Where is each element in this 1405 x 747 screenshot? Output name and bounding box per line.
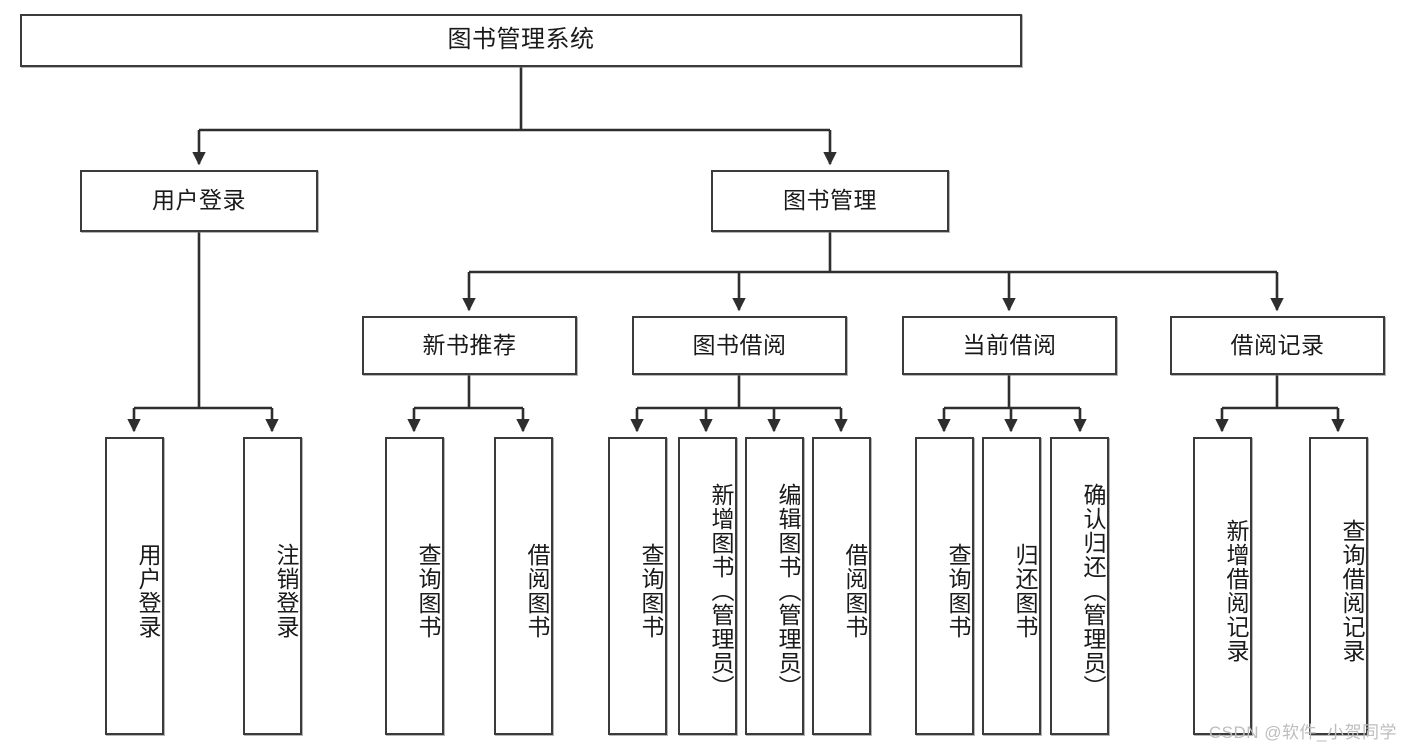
node-leaf-borrow-book-2[interactable]: 借阅图书 <box>812 437 871 735</box>
node-leaf-edit-book[interactable]: 编辑图书（管理员） <box>745 437 804 735</box>
csdn-watermark: CSDN @软件_小贺同学 <box>1208 723 1397 742</box>
node-leaf-borrow-book-2-label: 借阅图书 <box>842 543 868 639</box>
node-new-book-recommend[interactable]: 新书推荐 <box>362 316 577 375</box>
node-borrow-record[interactable]: 借阅记录 <box>1170 316 1385 375</box>
node-book-borrow[interactable]: 图书借阅 <box>632 316 847 375</box>
node-leaf-add-book[interactable]: 新增图书（管理员） <box>678 437 737 735</box>
node-root[interactable]: 图书管理系统 <box>20 14 1022 67</box>
node-leaf-query-book-3-label: 查询图书 <box>945 543 971 639</box>
node-leaf-add-book-label: 新增图书（管理员） <box>708 483 734 699</box>
node-leaf-confirm-return[interactable]: 确认归还（管理员） <box>1050 437 1109 735</box>
node-leaf-query-book-1-label: 查询图书 <box>415 543 441 639</box>
node-book-management[interactable]: 图书管理 <box>711 170 949 232</box>
node-user-login[interactable]: 用户登录 <box>80 170 318 232</box>
node-leaf-borrow-book-1-label: 借阅图书 <box>524 543 550 639</box>
node-leaf-confirm-return-label: 确认归还（管理员） <box>1080 483 1106 699</box>
node-leaf-query-record[interactable]: 查询借阅记录 <box>1309 437 1368 735</box>
node-leaf-query-record-label: 查询借阅记录 <box>1339 519 1365 663</box>
node-current-borrow[interactable]: 当前借阅 <box>902 316 1117 375</box>
node-leaf-add-record-label: 新增借阅记录 <box>1223 519 1249 663</box>
node-leaf-query-book-1[interactable]: 查询图书 <box>385 437 444 735</box>
node-leaf-edit-book-label: 编辑图书（管理员） <box>775 483 801 699</box>
node-leaf-logout-login[interactable]: 注销登录 <box>243 437 302 735</box>
node-leaf-borrow-book-1[interactable]: 借阅图书 <box>494 437 553 735</box>
node-leaf-logout-login-label: 注销登录 <box>273 543 299 639</box>
node-leaf-query-book-2[interactable]: 查询图书 <box>608 437 667 735</box>
node-leaf-add-record[interactable]: 新增借阅记录 <box>1193 437 1252 735</box>
node-leaf-user-login[interactable]: 用户登录 <box>105 437 164 735</box>
node-leaf-return-book[interactable]: 归还图书 <box>982 437 1041 735</box>
node-leaf-user-login-label: 用户登录 <box>135 543 161 639</box>
node-leaf-query-book-2-label: 查询图书 <box>638 543 664 639</box>
node-leaf-return-book-label: 归还图书 <box>1012 543 1038 639</box>
node-leaf-query-book-3[interactable]: 查询图书 <box>915 437 974 735</box>
